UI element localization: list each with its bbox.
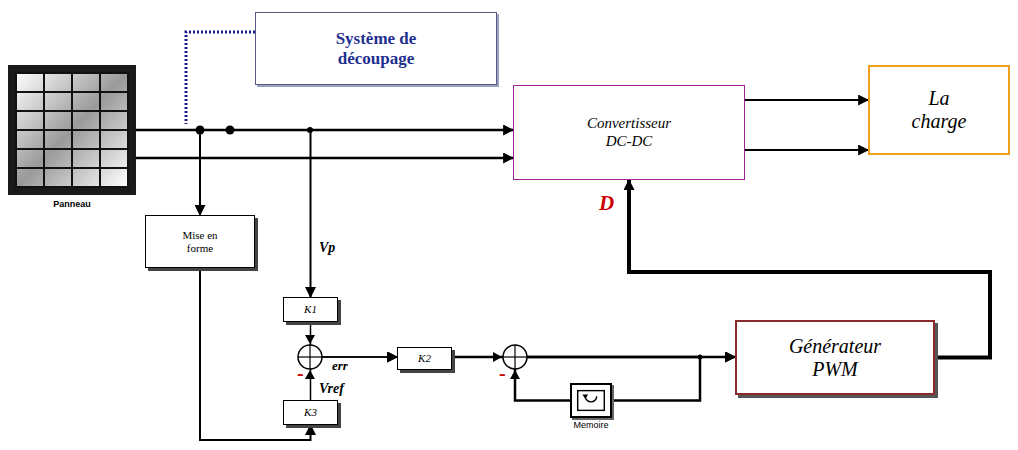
node-text: K2 (418, 352, 431, 365)
connector (745, 149, 868, 151)
dc-dc-converter-box: Convertisseur DC-DC (513, 85, 745, 180)
node-text: K1 (304, 303, 317, 316)
input-arrowhead (305, 370, 315, 379)
control-dotted-line (186, 32, 255, 124)
cutting-system-box: Système de découpage (255, 12, 497, 85)
gain-block: K3 (283, 400, 338, 425)
connector (136, 157, 513, 160)
pwm-generator-box: Générateur PWM (735, 320, 935, 395)
node-text: K3 (304, 406, 317, 419)
node-text: Convertisseur DC-DC (579, 115, 679, 150)
branch-dot (698, 355, 703, 360)
signal-label: Vref (318, 381, 345, 396)
solar-panel: Panneau (8, 65, 136, 195)
summing-junction (503, 345, 527, 369)
minus-sign: - (498, 362, 507, 384)
signal-label: Vp (318, 240, 336, 255)
connector (136, 130, 200, 215)
connector (310, 130, 312, 297)
gain-block: K2 (397, 347, 452, 370)
input-arrowhead (510, 370, 520, 379)
switch-contact (196, 126, 205, 135)
input-arrowhead (493, 352, 502, 362)
memory-block: Memoire (570, 383, 612, 418)
connector (311, 357, 398, 400)
gain-block: K1 (283, 297, 338, 322)
branch-dot (307, 127, 313, 133)
signal-label: err (331, 359, 349, 373)
minus-sign: - (296, 362, 305, 384)
node-text: Panneau (53, 199, 91, 209)
node-text: La charge (904, 87, 974, 133)
junction-cross (309, 345, 310, 369)
node-text: Générateur PWM (770, 335, 900, 381)
signal-label: D (598, 192, 615, 215)
connector (515, 357, 735, 401)
connector (311, 322, 398, 357)
shaping-box: Mise en forme (145, 215, 255, 268)
load-box: La charge (868, 65, 1010, 155)
node-text: Système de découpage (311, 29, 441, 68)
solar-panel-icon (8, 65, 136, 195)
input-arrowhead (305, 335, 315, 344)
node-text: Mise en forme (175, 229, 225, 254)
junction-cross (514, 345, 515, 369)
switch-contact (226, 126, 235, 135)
connector (745, 99, 868, 101)
node-text: Memoire (573, 420, 608, 430)
memory-block-icon (572, 385, 610, 416)
